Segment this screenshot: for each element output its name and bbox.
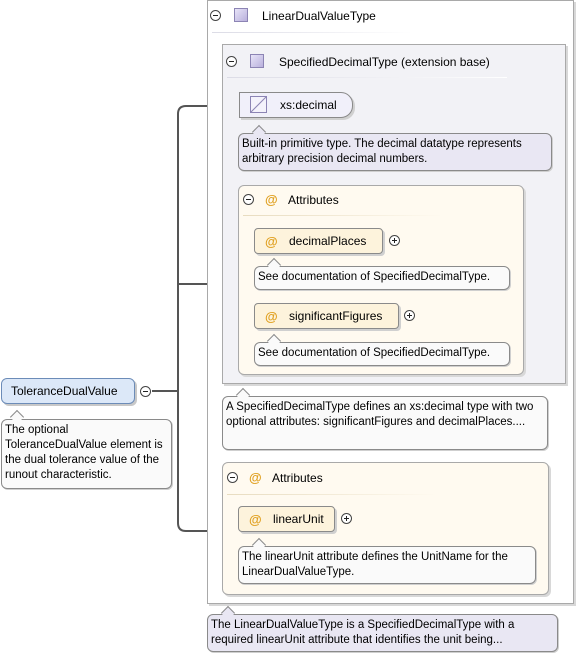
attribute-linear-unit[interactable]: @ linearUnit — [238, 506, 335, 532]
attribute-documentation: The linearUnit attribute defines the Uni… — [238, 546, 536, 584]
attribute-at-icon: @ — [249, 470, 262, 485]
expand-plus-icon[interactable] — [341, 513, 352, 524]
divider — [227, 494, 437, 495]
collapse-minus-icon[interactable] — [243, 194, 254, 205]
attribute-name: linearUnit — [273, 512, 324, 526]
element-tolerance-dual-value[interactable]: ToleranceDualValue — [1, 378, 135, 404]
collapse-minus-icon[interactable] — [210, 10, 221, 21]
element-name: ToleranceDualValue — [11, 384, 118, 398]
attribute-at-icon: @ — [265, 192, 278, 207]
simple-type-documentation: Built-in primitive type. The decimal dat… — [238, 133, 552, 171]
base-type-documentation: A SpecifiedDecimalType defines an xs:dec… — [222, 396, 548, 450]
expand-plus-icon[interactable] — [389, 235, 400, 246]
attribute-name: significantFigures — [289, 309, 383, 323]
divider — [227, 77, 507, 78]
attribute-significant-figures[interactable]: @ significantFigures — [254, 303, 399, 329]
divider — [212, 32, 412, 33]
simple-type-xs-decimal[interactable]: xs:decimal — [239, 92, 353, 118]
attribute-at-icon: @ — [265, 234, 278, 249]
attribute-decimal-places[interactable]: @ decimalPlaces — [254, 228, 383, 254]
attribute-at-icon: @ — [249, 512, 262, 527]
attributes-title: Attributes — [272, 471, 323, 485]
type-documentation: The LinearDualValueType is a SpecifiedDe… — [207, 614, 558, 652]
attribute-documentation: See documentation of SpecifiedDecimalTyp… — [254, 266, 510, 290]
attribute-at-icon: @ — [265, 309, 278, 324]
element-documentation: The optional ToleranceDualValue element … — [1, 419, 172, 489]
attributes-title: Attributes — [288, 193, 339, 207]
expand-plus-icon[interactable] — [404, 310, 415, 321]
divider — [243, 215, 443, 216]
complex-type-icon — [234, 8, 248, 22]
complex-type-icon — [250, 54, 264, 68]
simple-type-icon — [250, 96, 267, 113]
collapse-minus-icon[interactable] — [140, 386, 151, 397]
type-title: LinearDualValueType — [262, 9, 376, 23]
collapse-minus-icon[interactable] — [226, 56, 237, 67]
attribute-documentation: See documentation of SpecifiedDecimalTyp… — [254, 342, 510, 366]
base-type-title: SpecifiedDecimalType (extension base) — [279, 55, 490, 69]
simple-type-name: xs:decimal — [280, 98, 337, 112]
collapse-minus-icon[interactable] — [227, 472, 238, 483]
attribute-name: decimalPlaces — [289, 234, 367, 248]
